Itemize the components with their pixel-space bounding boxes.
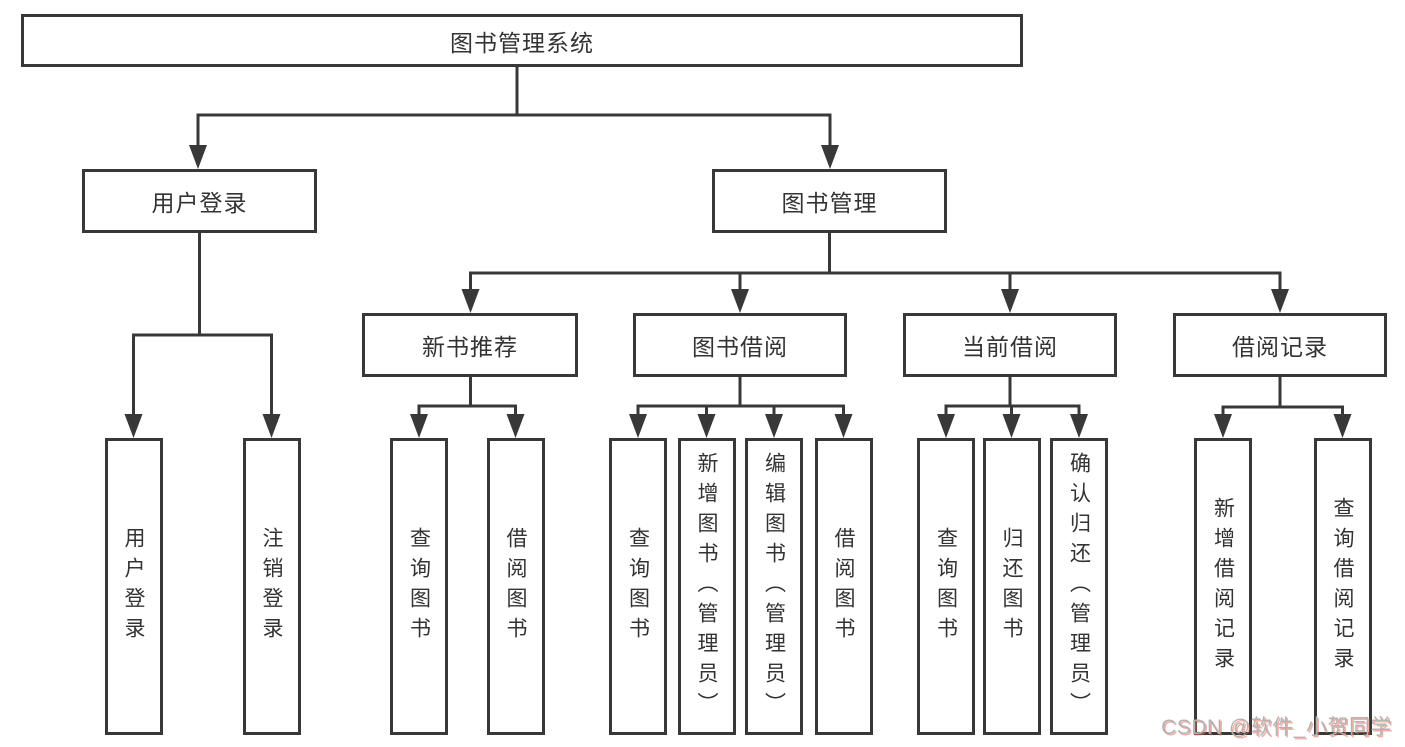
arrow-down-icon bbox=[189, 145, 207, 169]
node-book-mgmt: 图书管理 bbox=[712, 169, 947, 233]
leaf-query-borrow-record-label: 查询借阅记录 bbox=[1331, 496, 1354, 677]
leaf-query-borrow-record: 查询借阅记录 bbox=[1313, 438, 1372, 735]
node-new-books: 新书推荐 bbox=[362, 313, 578, 377]
leaf-confirm-return-admin-label: 确认归还（管理员） bbox=[1067, 451, 1091, 722]
arrow-down-icon bbox=[1271, 289, 1289, 313]
node-new-books-label: 新书推荐 bbox=[422, 334, 518, 360]
leaf-confirm-return-admin: 确认归还（管理员） bbox=[1050, 438, 1108, 735]
leaf-query-books-1: 查询图书 bbox=[390, 438, 448, 735]
node-borrow-records: 借阅记录 bbox=[1173, 313, 1387, 377]
arrow-down-icon bbox=[765, 414, 783, 438]
arrow-down-icon bbox=[629, 414, 647, 438]
arrow-down-icon bbox=[1214, 414, 1232, 438]
arrow-down-icon bbox=[506, 414, 525, 438]
arrow-down-icon bbox=[1002, 414, 1021, 438]
leaf-query-books-2-label: 查询图书 bbox=[626, 526, 650, 647]
arrow-down-icon bbox=[1333, 414, 1352, 438]
leaf-user-login-label: 用户登录 bbox=[122, 526, 145, 647]
leaf-add-borrow-record-label: 新增借阅记录 bbox=[1211, 496, 1235, 677]
node-book-borrow: 图书借阅 bbox=[633, 313, 847, 377]
leaf-add-book-admin: 新增图书（管理员） bbox=[677, 438, 736, 735]
node-current-borrow: 当前借阅 bbox=[903, 313, 1117, 377]
leaf-edit-book-admin: 编辑图书（管理员） bbox=[745, 438, 803, 735]
node-book-mgmt-label: 图书管理 bbox=[781, 190, 878, 216]
node-root-label: 图书管理系统 bbox=[450, 29, 594, 56]
node-user-login: 用户登录 bbox=[82, 169, 317, 233]
leaf-edit-book-admin-label: 编辑图书（管理员） bbox=[762, 451, 786, 722]
leaf-add-borrow-record: 新增借阅记录 bbox=[1194, 438, 1252, 735]
node-root: 图书管理系统 bbox=[21, 14, 1023, 67]
leaf-borrow-books-1-label: 借阅图书 bbox=[504, 526, 527, 647]
arrow-down-icon bbox=[834, 414, 853, 438]
arrow-down-icon bbox=[262, 414, 281, 438]
leaf-return-book: 归还图书 bbox=[982, 438, 1041, 735]
leaf-logout: 注销登录 bbox=[242, 438, 301, 735]
leaf-borrow-books-1: 借阅图书 bbox=[486, 438, 545, 735]
arrow-down-icon bbox=[124, 414, 143, 438]
arrow-down-icon bbox=[410, 414, 428, 438]
arrow-down-icon bbox=[697, 414, 716, 438]
csdn-watermark: CSDN @软件_小贺同学 bbox=[1161, 716, 1392, 739]
leaf-query-books-3-label: 查询图书 bbox=[934, 526, 958, 647]
leaf-return-book-label: 归还图书 bbox=[1000, 526, 1023, 647]
leaf-borrow-books-2-label: 借阅图书 bbox=[832, 526, 855, 647]
leaf-add-book-admin-label: 新增图书（管理员） bbox=[695, 451, 718, 722]
arrow-down-icon bbox=[731, 289, 749, 313]
leaf-query-books-3: 查询图书 bbox=[917, 438, 975, 735]
node-borrow-records-label: 借阅记录 bbox=[1232, 334, 1328, 360]
node-book-borrow-label: 图书借阅 bbox=[692, 334, 788, 360]
arrow-down-icon bbox=[1001, 289, 1019, 313]
leaf-borrow-books-2: 借阅图书 bbox=[814, 438, 873, 735]
arrow-down-icon bbox=[1070, 414, 1088, 438]
leaf-query-books-2: 查询图书 bbox=[609, 438, 667, 735]
leaf-user-login: 用户登录 bbox=[104, 438, 163, 735]
node-current-borrow-label: 当前借阅 bbox=[962, 334, 1058, 360]
leaf-query-books-1-label: 查询图书 bbox=[407, 526, 431, 647]
leaf-logout-label: 注销登录 bbox=[260, 526, 283, 647]
arrow-down-icon bbox=[461, 289, 480, 313]
node-user-login-label: 用户登录 bbox=[151, 190, 248, 216]
arrow-down-icon bbox=[937, 414, 955, 438]
arrow-down-icon bbox=[821, 145, 839, 169]
